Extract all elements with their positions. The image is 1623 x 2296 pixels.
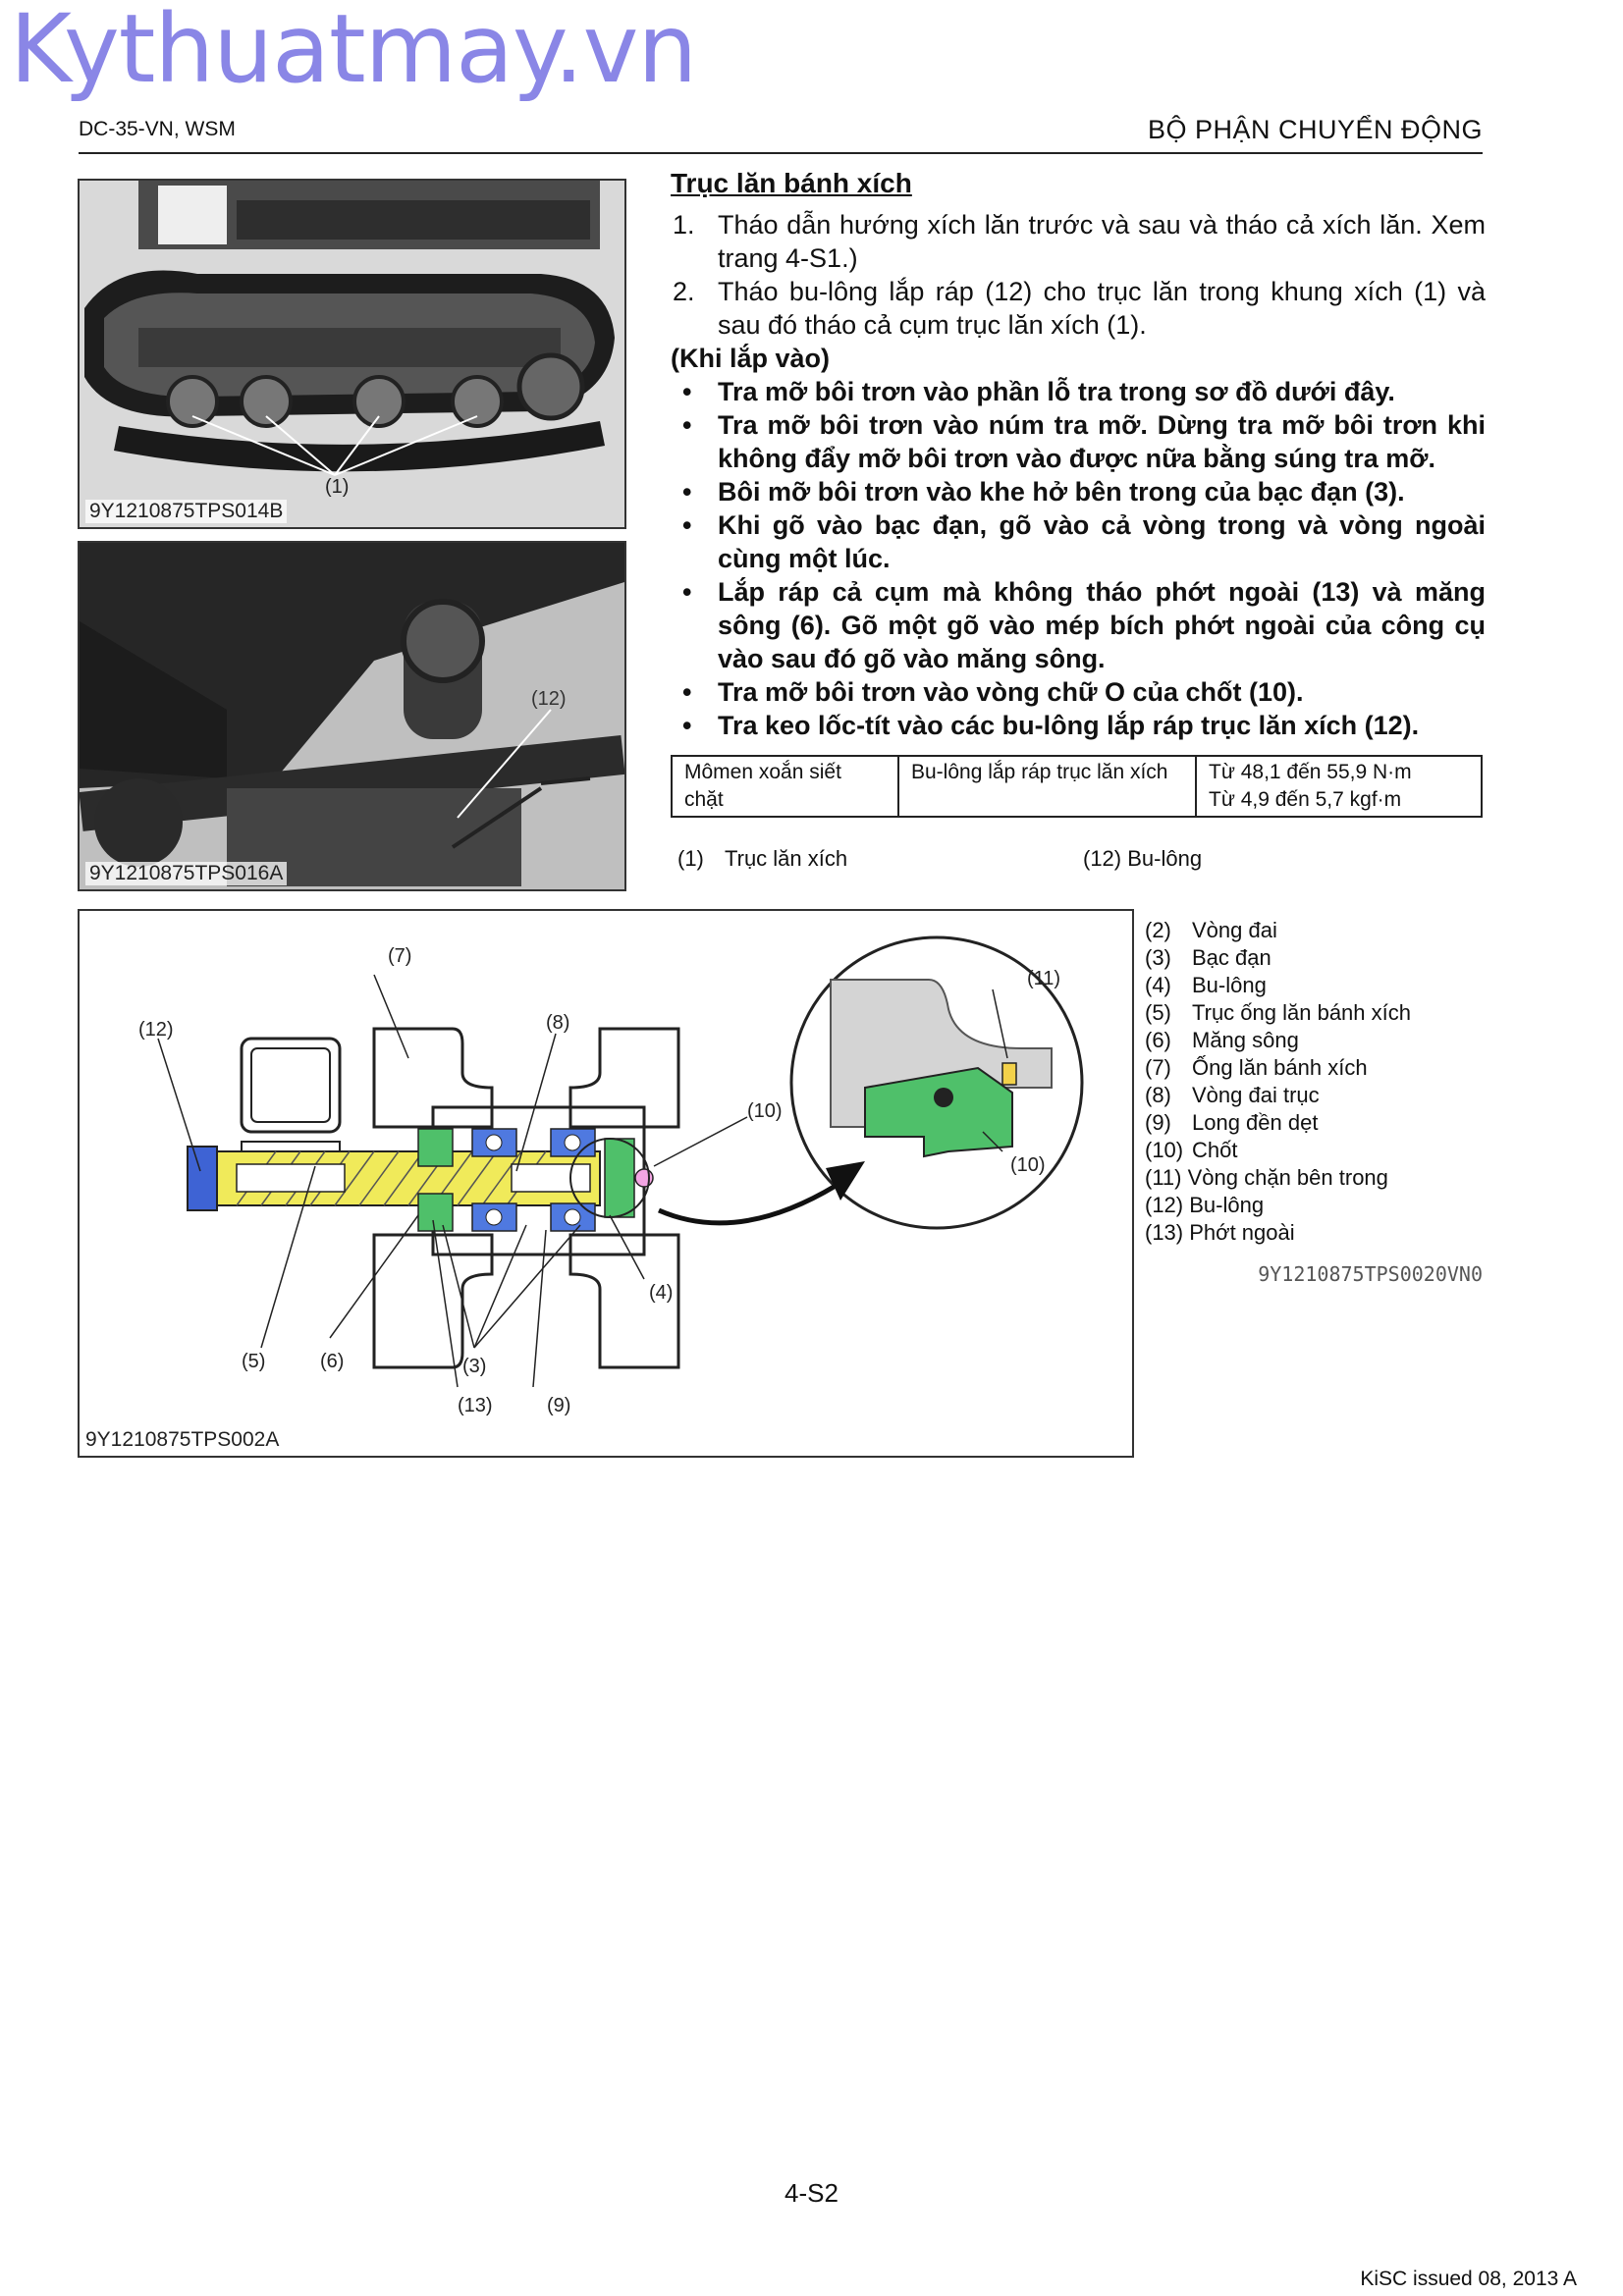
torque-label: Mômen xoắn siết chặt [671, 755, 899, 818]
legend-item: (5)Trục ống lăn bánh xích [1145, 1000, 1411, 1025]
note-item: Tra keo lốc-tít vào các bu-lông lắp ráp … [671, 709, 1486, 742]
callout-12: (12) [138, 1019, 174, 1041]
legend-item: (9)Long đền dẹt [1145, 1110, 1319, 1135]
track-roller-illustration: (1) [80, 181, 624, 527]
callout-8: (8) [546, 1012, 569, 1034]
header-rule [79, 152, 1483, 154]
roller-cross-section-diagram: (7) (12) (8) (10) (11) (10) (4) (5) (6) … [78, 909, 1134, 1458]
diagram-code: 9Y1210875TPS002A [85, 1428, 280, 1451]
reference-code: 9Y1210875TPS0020VN0 [1258, 1262, 1483, 1286]
note-item: Lắp ráp cả cụm mà không tháo phớt ngoài … [671, 575, 1486, 675]
note-item: Khi gõ vào bạc đạn, gõ vào cả vòng trong… [671, 508, 1486, 575]
procedure-text: Trục lăn bánh xích 1.Tháo dẫn hướng xích… [671, 167, 1486, 742]
photo1-callout-1: (1) [325, 476, 349, 498]
legend-item: (3)Bạc đạn [1145, 945, 1271, 970]
cross-section-drawing: (7) (12) (8) (10) (11) (10) (4) (5) (6) … [138, 935, 1084, 1416]
callout-10: (10) [747, 1100, 783, 1122]
legend-item: (13) Phớt ngoài [1145, 1220, 1295, 1245]
legend-item: (2)Vòng đai [1145, 918, 1277, 942]
watermark-text: Kythuatmay.vn [10, 0, 697, 104]
roller-bolt-illustration: (12) [80, 543, 624, 889]
photo-roller-bolt: (12) 9Y1210875TPS016A [78, 541, 626, 891]
torque-value-nm: Từ 48,1 đến 55,9 N·m [1209, 761, 1412, 783]
page-number: 4-S2 [784, 2178, 839, 2208]
legend-item: (10)Chốt [1145, 1138, 1238, 1162]
note-item: Tra mỡ bôi trơn vào vòng chữ O của chốt … [671, 675, 1486, 709]
procedure-title: Trục lăn bánh xích [671, 168, 912, 198]
torque-values: Từ 48,1 đến 55,9 N·m Từ 4,9 đến 5,7 kgf·… [1195, 755, 1483, 818]
section-title: BỘ PHẬN CHUYỂN ĐỘNG [1147, 115, 1483, 144]
legend-item: (12) Bu-lông [1083, 846, 1203, 871]
note-item: Tra mỡ bôi trơn vào phần lỗ tra trong sơ… [671, 375, 1486, 408]
legend-item: (1)Trục lăn xích [677, 846, 848, 871]
legend-item: (12) Bu-lông [1145, 1193, 1265, 1217]
callout-10-detail: (10) [1010, 1154, 1046, 1176]
callout-6: (6) [320, 1351, 344, 1372]
legend-item: (6)Măng sông [1145, 1028, 1299, 1052]
callout-7: (7) [388, 945, 411, 967]
callout-3: (3) [462, 1356, 486, 1377]
photo1-code: 9Y1210875TPS014B [85, 500, 288, 523]
step-item: 1.Tháo dẫn hướng xích lăn trước và sau v… [673, 210, 1486, 273]
photo-track-rollers: (1) 9Y1210875TPS014B [78, 179, 626, 529]
note-item: Tra mỡ bôi trơn vào núm tra mỡ. Dừng tra… [671, 408, 1486, 475]
callout-5: (5) [242, 1351, 265, 1372]
legend-item: (4)Bu-lông [1145, 973, 1267, 997]
note-item: Bôi mỡ bôi trơn vào khe hở bên trong của… [671, 475, 1486, 508]
callout-4: (4) [649, 1282, 673, 1304]
callout-13: (13) [458, 1395, 493, 1416]
legend-item: (11) Vòng chặn bên trong [1145, 1165, 1388, 1190]
reassembly-notes: Tra mỡ bôi trơn vào phần lỗ tra trong sơ… [671, 375, 1486, 742]
legend-item: (8)Vòng đai trục [1145, 1083, 1320, 1107]
issue-note: KiSC issued 08, 2013 A [1360, 2268, 1577, 2290]
reassembly-subheading: (Khi lắp vào) [671, 344, 831, 373]
torque-item: Bu-lông lắp ráp trục lăn xích [897, 755, 1197, 818]
torque-value-kgf: Từ 4,9 đến 5,7 kgf·m [1209, 788, 1402, 811]
document-id: DC-35-VN, WSM [79, 118, 236, 140]
callout-11: (11) [1027, 968, 1060, 989]
legend-item: (7)Ống lăn bánh xích [1145, 1055, 1368, 1080]
photo2-code: 9Y1210875TPS016A [85, 862, 288, 885]
torque-table: Mômen xoắn siết chặt Bu-lông lắp ráp trụ… [671, 755, 1483, 818]
procedure-steps: 1.Tháo dẫn hướng xích lăn trước và sau v… [671, 208, 1486, 342]
step-item: 2.Tháo bu-lông lắp ráp (12) cho trục lăn… [673, 277, 1486, 340]
photo2-callout-12: (12) [531, 688, 567, 710]
callout-9: (9) [547, 1395, 570, 1416]
parts-legend: (2)Vòng đai (3)Bạc đạn (4)Bu-lông (5)Trụ… [1145, 917, 1411, 1247]
